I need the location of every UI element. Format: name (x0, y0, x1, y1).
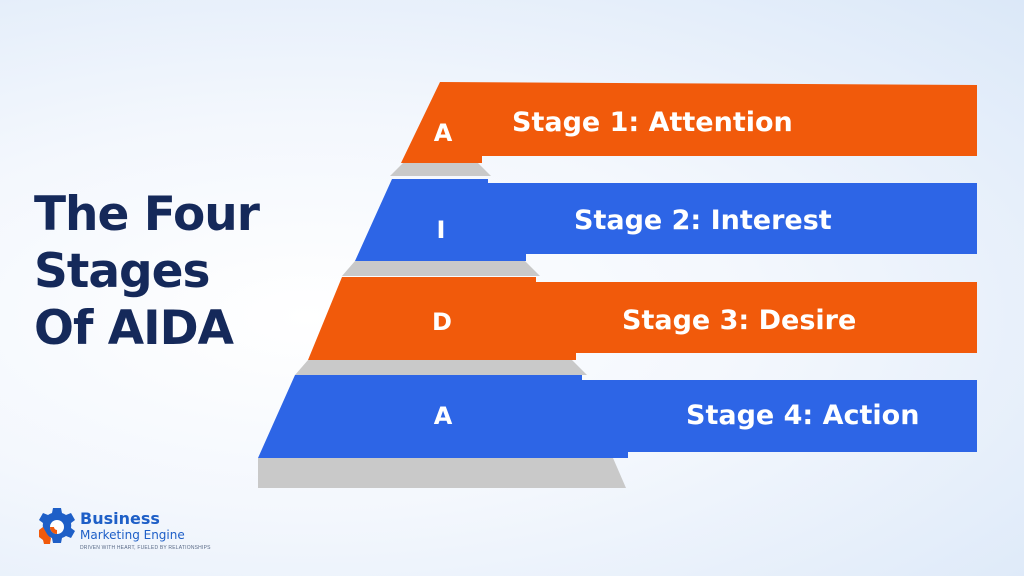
logo-name-line-1: Business (80, 509, 160, 528)
tier-3-shape (308, 277, 977, 360)
tier-2-label: Stage 2: Interest (574, 205, 832, 236)
gear-icon (39, 508, 75, 544)
tier-2-shadow (342, 261, 540, 276)
tier-4-shape (258, 375, 977, 458)
title-line-2: Stages (34, 244, 211, 299)
logo-tagline: DRIVEN WITH HEART, FUELED BY RELATIONSHI… (80, 545, 211, 551)
title-line-1: The Four (34, 187, 260, 242)
tier-1-letter: A (434, 119, 453, 147)
tier-1-label: Stage 1: Attention (512, 107, 793, 138)
tier-3-label: Stage 3: Desire (622, 305, 856, 336)
tier-2-letter: I (437, 216, 446, 244)
title-line-3: Of AIDA (34, 301, 234, 356)
logo-name-line-2: Marketing Engine (80, 528, 185, 542)
tier-2-shape (355, 179, 977, 261)
tier-1-shape (401, 82, 977, 163)
tier-4-letter: A (434, 402, 453, 430)
tier-4-label: Stage 4: Action (686, 400, 919, 431)
business-marketing-engine-logo: Business Marketing Engine DRIVEN WITH HE… (36, 506, 210, 556)
tier-1-shadow (390, 163, 491, 176)
slide-title: The Four Stages Of AIDA (34, 186, 314, 357)
tier-4-shadow (258, 458, 626, 488)
tier-3-shadow (295, 360, 587, 375)
tier-3-letter: D (432, 308, 452, 336)
